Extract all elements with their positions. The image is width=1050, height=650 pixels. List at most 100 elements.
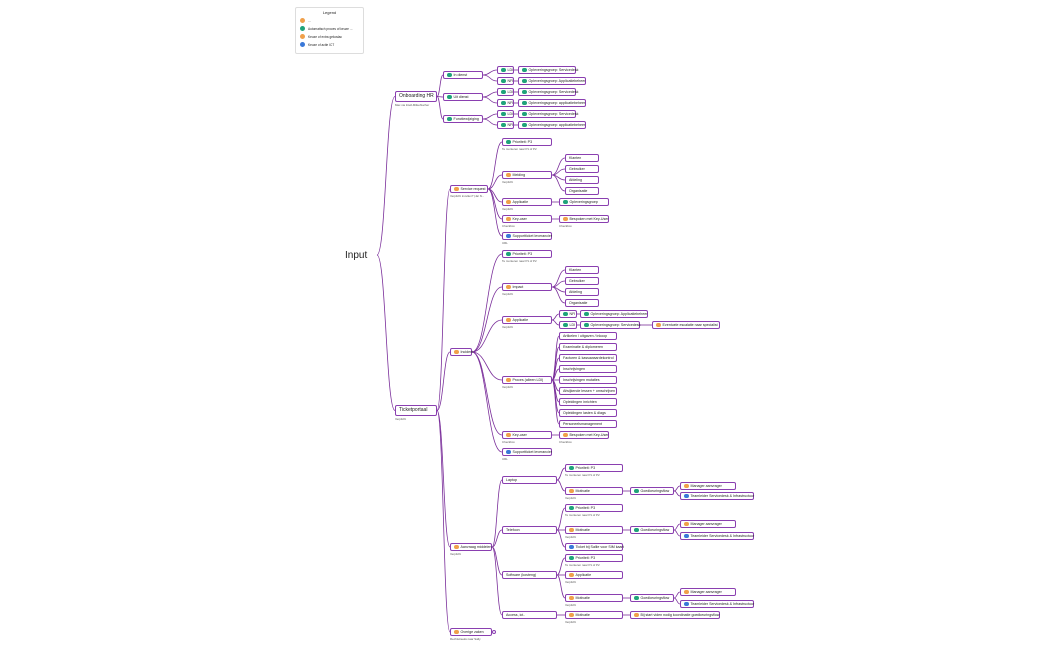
node-opleidingen-inrichten[interactable]: Opleidingen inrichten (559, 398, 617, 406)
node-functiewijziging[interactable]: Functiewijziging (443, 115, 483, 123)
node-prioriteit-p3[interactable]: Prioriteit: P3 (565, 554, 623, 562)
node-applicatie[interactable]: Applicatie (565, 571, 623, 579)
node-in-dienst[interactable]: In dienst (443, 71, 483, 79)
node-afwijkende-lessen-omschrijven[interactable]: Afwijkende lessen + omschrijven (559, 387, 617, 395)
node-key-user[interactable]: Key-user (502, 431, 552, 439)
node-aanvraag-middelen[interactable]: Aanvraag middelen (450, 543, 492, 551)
node-nfi[interactable]: NFI (559, 310, 577, 318)
node-supportticket-leverancier[interactable]: Supportticket leverancier (502, 448, 552, 456)
node-opleveringsgroep-servicedesk[interactable]: Opleveringsgroep: Servicedesk (518, 66, 578, 74)
node-gebruiker[interactable]: Gebruiker (565, 165, 599, 173)
green-dot-icon (501, 111, 506, 117)
node-opleveringsgroep-servicedesk[interactable]: Opleveringsgroep: Servicedesk (518, 88, 578, 96)
node-ldi[interactable]: LDI (497, 88, 514, 96)
node-opleidingen-lasten-dlags[interactable]: Opleidingen lasten & dlags (559, 409, 617, 417)
node-eventuele-escalatie-naar-specialist[interactable]: Eventuele escalatie naar specialist (652, 321, 720, 329)
node-ldi[interactable]: LDI (497, 110, 514, 118)
node-motivatie[interactable]: Motivatie (565, 487, 623, 495)
node-organisatie[interactable]: Organisatie (565, 299, 599, 307)
node-manager-aanvrager[interactable]: Manager aanvrager (680, 482, 736, 490)
node-bij-start-viden-nodig-koordinatie-goedkeuringsflow[interactable]: Bij start viden nodig koordinatie goedke… (630, 611, 720, 619)
node-goedkeuringsflow[interactable]: Goedkeuringsflow (630, 526, 674, 534)
node-applicatie[interactable]: Applicatie (502, 198, 552, 206)
orange-dot-icon (563, 432, 568, 438)
connector-line (482, 91, 498, 98)
node-opleveringsgroep[interactable]: Opleveringsgroep (559, 198, 609, 206)
node-facturen-kassawaardekontrol[interactable]: Facturen & kassawaardekontrol (559, 354, 617, 362)
node-uit-dienst[interactable]: Uit dienst (443, 93, 483, 101)
node-klanten[interactable]: Klanten (565, 154, 599, 162)
person-icon (684, 533, 689, 539)
node-bespoken-met-key-user[interactable]: Bespoken met Key-User (559, 431, 609, 439)
root-node[interactable]: Input (345, 249, 368, 261)
node-label: Teamleider Servicedesk & Infrastructuur (690, 601, 755, 606)
node-ticket-bij-sallie-voor-sim-kaart[interactable]: Ticket bij Sallie voor SIM kaart (565, 543, 624, 551)
node-motivatie[interactable]: Motivatie (565, 594, 623, 602)
node-inschrijvingen[interactable]: Inschrijvingen (559, 365, 617, 373)
node-melding[interactable]: Melding (502, 171, 552, 179)
node-key-user[interactable]: Key-user (502, 215, 552, 223)
orange-dot-icon (684, 483, 689, 489)
node-label: Overige zaken (460, 629, 484, 634)
node-applicatie[interactable]: Applicatie (502, 316, 552, 324)
node-klanten[interactable]: Klanten (565, 266, 599, 274)
node-service-request[interactable]: Service request (450, 185, 488, 193)
node-nfi[interactable]: NFI (497, 77, 514, 85)
node-inschrijvingen-mutaties[interactable]: Inschrijvingen mutaties (559, 376, 617, 384)
node-bespoken-met-key-user[interactable]: Bespoken met Key-User (559, 215, 609, 223)
node-opleveringsgroep-applicatiebeheer[interactable]: Opleveringsgroep: applicatiebeheer (518, 121, 586, 129)
node-opleveringsgroep-applicatiebeheer[interactable]: Opleveringsgroep: Applicatiebeheer (580, 310, 648, 318)
node-teamleider-servicedesk-infrastructuur[interactable]: Teamleider Servicedesk & Infrastructuur (680, 492, 754, 500)
node-motivatie[interactable]: Motivatie (565, 611, 623, 619)
node-incident[interactable]: Incident (450, 348, 473, 356)
node-prioriteit-p3[interactable]: Prioriteit: P3 (502, 250, 552, 258)
node-goedkeuringsflow[interactable]: Goedkeuringsflow (630, 594, 674, 602)
node-manager-aanvrager[interactable]: Manager aanvrager (680, 588, 736, 596)
node-nfi[interactable]: NFI (497, 121, 514, 129)
person-icon (569, 544, 574, 550)
node-nfi[interactable]: NFI (497, 99, 514, 107)
expand-toggle-icon[interactable] (492, 630, 496, 634)
node-impact[interactable]: Impact (502, 283, 552, 291)
node-supportticket-leverancier[interactable]: Supportticket leverancier (502, 232, 552, 240)
node-label: Gebruiker (569, 166, 585, 171)
node-overige-zaken[interactable]: Overige zaken (450, 628, 492, 636)
node-ldi[interactable]: LDI (559, 321, 577, 329)
node-label: Prioriteit: P3 (512, 139, 533, 144)
node-ldi[interactable]: LDI (497, 66, 514, 74)
node-prioriteit-p3[interactable]: Prioriteit: P3 (565, 464, 623, 472)
node-examinatie-diplomeren[interactable]: Examinatie & diplomeren (559, 343, 617, 351)
node-manager-aanvrager[interactable]: Manager aanvrager (680, 520, 736, 528)
node-proces-alleen-ldi[interactable]: Proces (alleen LDI) (502, 376, 552, 384)
node-software-kosteng[interactable]: Software (kosteng) (502, 571, 557, 579)
node-teamleider-servicedesk-infrastructuur[interactable]: Teamleider Servicedesk & Infrastructuur (680, 600, 754, 608)
node-access-ict[interactable]: Access, ict.. (502, 611, 557, 619)
node-personeelsmanagement[interactable]: Personeelsmanagement (559, 420, 617, 428)
node-opleveringsgroep-applicatiebeheer[interactable]: Opleveringsgroep: applicatiebeheer (518, 99, 586, 107)
connector-line (551, 168, 566, 176)
orange-dot-icon (454, 544, 459, 550)
node-afdeling[interactable]: Afdeling (565, 288, 599, 296)
node-onboarding-hr[interactable]: Onboarding HR (395, 91, 437, 102)
node-sublabel: Verplicht (502, 292, 514, 296)
node-telefoon[interactable]: Telefoon (502, 526, 557, 534)
node-teamleider-servicedesk-infrastructuur[interactable]: Teamleider Servicedesk & Infrastructuur (680, 532, 754, 540)
node-motivatie[interactable]: Motivatie (565, 526, 623, 534)
node-gebruiker[interactable]: Gebruiker (565, 277, 599, 285)
green-dot-icon (634, 527, 639, 533)
node-laptop[interactable]: Laptop (502, 476, 557, 484)
connector-line (551, 379, 560, 414)
node-ticketportaal[interactable]: Ticketportaal (395, 405, 437, 416)
node-opleveringsgroep-servicedesk[interactable]: Opleveringsgroep: Servicedesk (518, 110, 578, 118)
node-organisatie[interactable]: Organisatie (565, 187, 599, 195)
orange-dot-icon (506, 377, 511, 383)
node-goedkeuringsflow[interactable]: Goedkeuringsflow (630, 487, 674, 495)
node-prioriteit-p3[interactable]: Prioriteit: P3 (502, 138, 552, 146)
node-prioriteit-p3[interactable]: Prioriteit: P3 (565, 504, 623, 512)
node-afdeling[interactable]: Afdeling (565, 176, 599, 184)
node-opleveringsgroep-servicedesk[interactable]: Opleveringsgroep: Servicedesk (580, 321, 640, 329)
node-opleveringsgroep-applicatiebeheer[interactable]: Opleveringsgroep: Applicatiebeheer (518, 77, 586, 85)
green-dot-icon (569, 505, 574, 511)
node-artikelen-uitgaven-inkoop[interactable]: Artikelen / uitgaven / inkoop (559, 332, 617, 340)
